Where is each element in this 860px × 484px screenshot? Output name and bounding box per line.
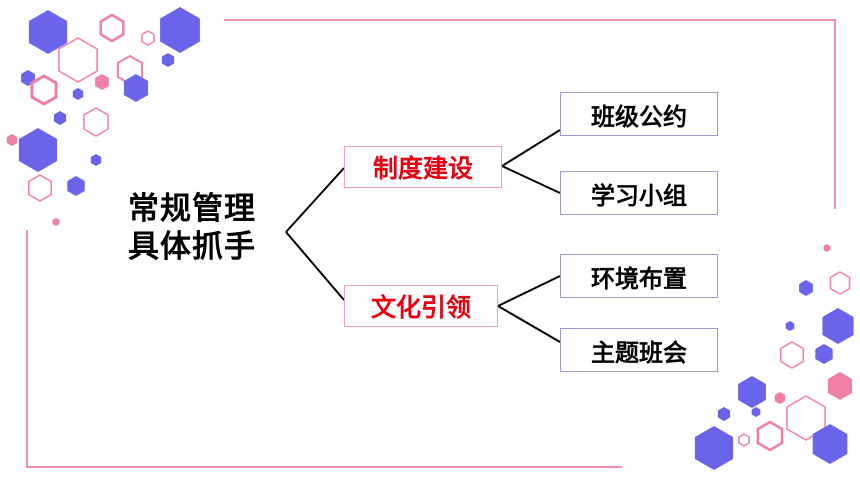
hexagon-shape bbox=[123, 74, 149, 102]
leaf-node-4: 主题班会 bbox=[560, 328, 718, 372]
frame-top-line bbox=[224, 19, 836, 21]
hexagon-shape bbox=[99, 13, 125, 43]
hexagon-shape bbox=[53, 111, 67, 125]
hexagon-shape bbox=[799, 280, 813, 296]
hexagon-shape bbox=[779, 341, 805, 369]
branch-node-1: 制度建设 bbox=[344, 146, 502, 188]
hexagon-shape bbox=[822, 308, 854, 344]
hexagon-shape bbox=[738, 376, 766, 408]
hexagon-shape bbox=[90, 154, 102, 166]
frame-left-line bbox=[26, 230, 28, 468]
hexagon-shape bbox=[27, 174, 53, 202]
hexagon-shape bbox=[815, 344, 833, 364]
hexagon-shape bbox=[141, 30, 155, 46]
connector-root-branch1 bbox=[285, 167, 345, 233]
hexagon-shape bbox=[827, 372, 853, 400]
hexagon-shape bbox=[823, 244, 831, 252]
hexagon-shape bbox=[751, 407, 761, 417]
root-line-1: 常规管理 bbox=[128, 191, 256, 227]
branch-node-2: 文化引领 bbox=[344, 285, 498, 327]
hexagon-shape bbox=[72, 88, 84, 100]
hexagon-shape bbox=[161, 53, 175, 67]
hexagon-shape bbox=[67, 176, 85, 196]
hexagon-shape bbox=[694, 426, 734, 470]
connector-branch2-leaf2 bbox=[497, 305, 561, 343]
connector-branch2-leaf1 bbox=[497, 275, 561, 307]
hexagon-shape bbox=[774, 392, 786, 404]
hexagon-shape bbox=[6, 134, 18, 146]
root-node: 常规管理 具体抓手 bbox=[128, 190, 288, 266]
root-line-2: 具体抓手 bbox=[128, 229, 256, 265]
hexagon-shape bbox=[756, 420, 784, 452]
leaf-node-3: 环境布置 bbox=[560, 254, 718, 298]
leaf-node-2: 学习小组 bbox=[560, 171, 718, 215]
connector-branch1-leaf2 bbox=[501, 165, 561, 194]
hexagon-shape bbox=[717, 407, 731, 421]
hexagon-shape bbox=[30, 74, 58, 106]
hexagon-shape bbox=[829, 271, 851, 295]
hexagon-shape bbox=[52, 218, 60, 226]
hexagon-shape bbox=[83, 107, 109, 137]
frame-bottom-line bbox=[26, 466, 622, 468]
hexagon-shape bbox=[786, 395, 826, 441]
hexagon-shape bbox=[785, 321, 795, 331]
hexagon-shape bbox=[812, 424, 848, 464]
hexagon-shape bbox=[58, 37, 98, 83]
hexagon-shape bbox=[738, 433, 750, 447]
hexagon-shape bbox=[28, 10, 68, 54]
connector-root-branch2 bbox=[285, 231, 345, 301]
connector-branch1-leaf1 bbox=[501, 129, 561, 167]
hexagon-shape bbox=[95, 74, 109, 90]
hexagon-shape bbox=[18, 128, 58, 172]
leaf-node-1: 班级公约 bbox=[560, 92, 718, 136]
hexagon-shape bbox=[160, 7, 200, 53]
frame-right-line bbox=[834, 19, 836, 209]
